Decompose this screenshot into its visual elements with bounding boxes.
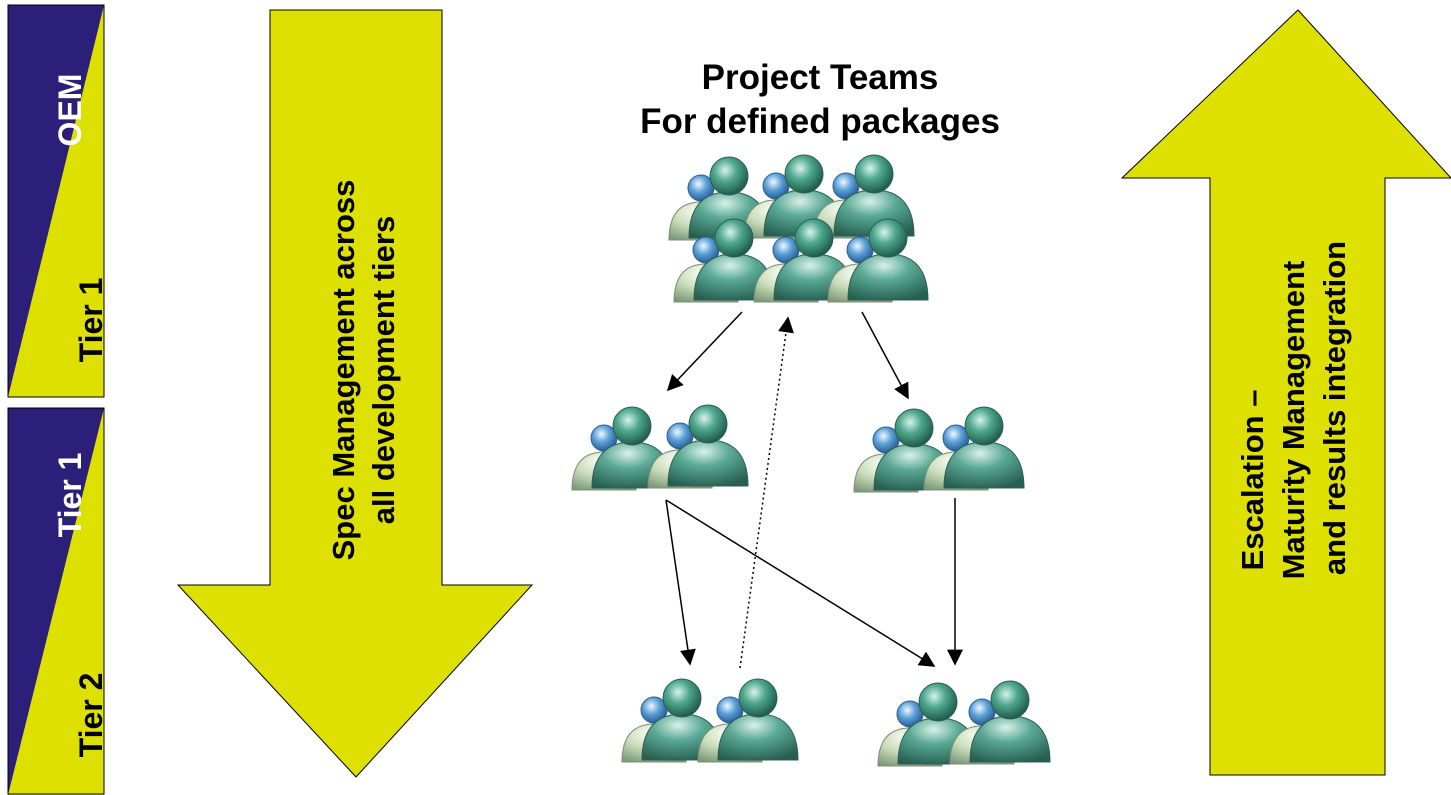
connector-arrow <box>861 311 909 400</box>
down-arrow-line-1: Spec Management across <box>326 180 361 561</box>
up-arrow-line-1: Escalation – <box>1235 390 1270 571</box>
up-arrow-line-2: Maturity Management <box>1276 261 1311 580</box>
escalation-up-arrow: Escalation – Maturity Management and res… <box>1120 9 1451 776</box>
tier-bar-oem-tier1: OEM Tier 1 <box>7 4 109 398</box>
connector-arrow <box>666 311 743 392</box>
tier-bar-navy-wedge <box>8 5 104 397</box>
connector-arrow <box>665 499 696 666</box>
up-arrow-line-3: and results integration <box>1317 241 1352 575</box>
down-arrow-line-2: all development tiers <box>366 216 401 524</box>
people-group-icon <box>854 407 1024 492</box>
people-group-icon <box>622 679 798 762</box>
people-group-icon <box>669 155 928 302</box>
dotted-connector-arrow <box>739 316 794 669</box>
tier-bar-top-label: Tier 1 <box>52 453 88 538</box>
tier-bar-bottom-label: Tier 1 <box>73 278 109 363</box>
project-teams-title: Project Teams For defined packages <box>560 56 1080 144</box>
title-line-2: For defined packages <box>640 102 1000 141</box>
tier-bar-bottom-label: Tier 2 <box>73 673 109 758</box>
spec-management-down-arrow: Spec Management across all development t… <box>176 9 534 778</box>
tier-bar-navy-wedge <box>8 408 104 795</box>
tier-bar-tier1-tier2: Tier 1 Tier 2 <box>7 407 109 795</box>
connector-arrow <box>665 499 936 667</box>
people-group-icon <box>572 405 748 490</box>
team-connectors <box>665 311 963 669</box>
title-line-1: Project Teams <box>701 58 939 97</box>
people-group-icon <box>878 681 1050 766</box>
tier-bar-top-label: OEM <box>52 74 88 147</box>
